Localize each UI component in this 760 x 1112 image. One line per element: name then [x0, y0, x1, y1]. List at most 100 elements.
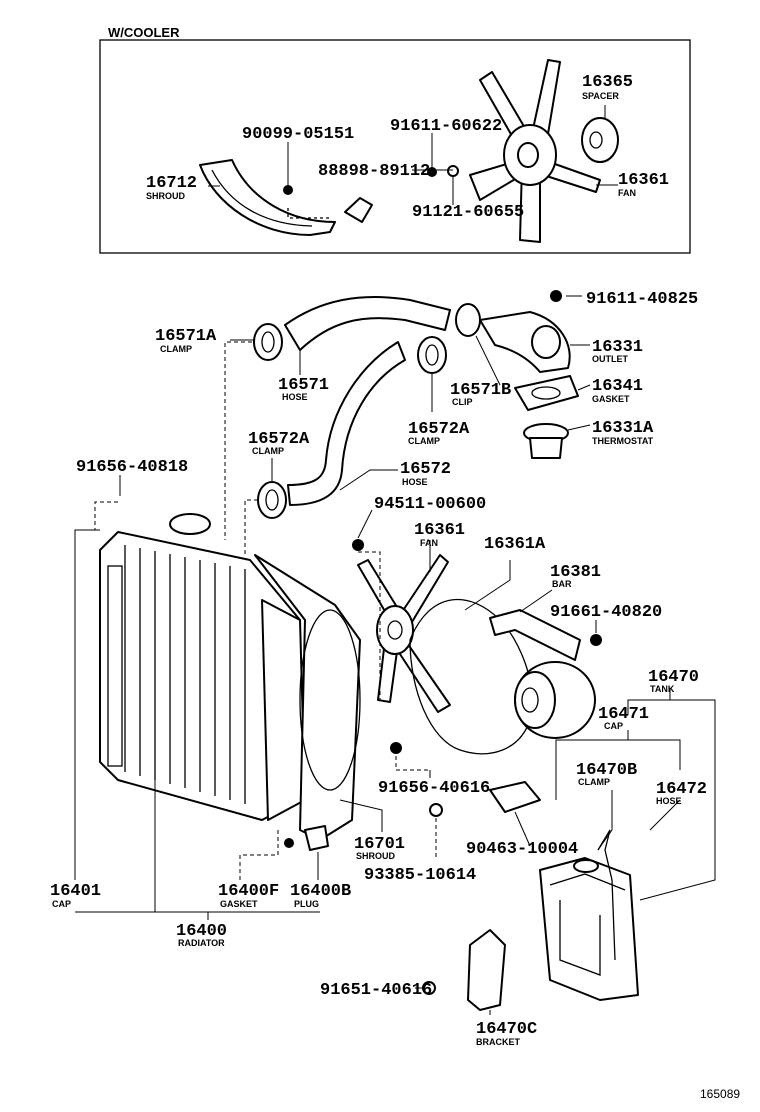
gasket-16400F-icon — [284, 838, 294, 848]
clamp-16572A-upper-drawing — [417, 336, 447, 374]
dash-16571A-to-radiator — [224, 341, 252, 540]
callout-16572A-lower-number: 16572A — [248, 430, 310, 449]
inset-frame — [99, 39, 691, 254]
callout-16400F-name: GASKET — [220, 899, 258, 909]
callout-90463-number: 90463-10004 — [466, 840, 578, 859]
clamp-16571A-drawing — [253, 323, 283, 361]
inset-title: W/COOLER — [108, 25, 180, 40]
callout-16470C-number: 16470C — [476, 1020, 537, 1039]
callout-93385-number: 93385-10614 — [364, 866, 476, 885]
callout-16571A-name: CLAMP — [160, 344, 192, 354]
clip-16571B-drawing — [455, 303, 481, 337]
callout-16400B-name: PLUG — [294, 899, 319, 909]
callout-16361-top-name: FAN — [618, 188, 636, 198]
callout-16712-number: 16712 — [146, 174, 197, 193]
callout-16361-top-number: 16361 — [618, 171, 669, 190]
shroud-16701-opening — [299, 609, 361, 791]
thermostat-16331A-drawing — [523, 423, 569, 459]
callout-16572-number: 16572 — [400, 460, 451, 479]
bracket-16470C-drawing — [467, 929, 506, 1011]
alternator-drawing — [514, 661, 596, 739]
diagram-code: 165089 — [700, 1087, 740, 1101]
callout-16331A-number: 16331A — [592, 419, 654, 438]
callout-16400-name: RADIATOR — [178, 938, 225, 948]
leader-16701 — [339, 799, 383, 832]
bolt-91656-40616-icon — [390, 742, 402, 754]
leader-16381 — [519, 589, 553, 613]
callout-16331-number: 16331 — [592, 338, 643, 357]
callout-16471-name: CAP — [604, 721, 623, 731]
nut-94511-icon — [352, 539, 364, 551]
callout-16381-number: 16381 — [550, 563, 601, 582]
callout-91611a-number: 91611-60622 — [390, 117, 502, 136]
fan-16361-drawing — [357, 554, 451, 713]
leader-90463 — [514, 811, 531, 847]
leader-16470-tank — [639, 699, 716, 901]
dash-16572A-to-radiator — [244, 499, 258, 555]
callout-16572A-upper-name: CLAMP — [408, 436, 440, 446]
radiator-left-tank — [107, 565, 123, 767]
clamp-16572A-lower-inner — [265, 489, 279, 511]
callout-91651-number: 91651-40616 — [320, 981, 432, 1000]
callout-16472-number: 16472 — [656, 780, 707, 799]
callout-16401-name: CAP — [52, 899, 71, 909]
leader-16472 — [649, 799, 681, 831]
tank-bracket-90463-drawing — [489, 781, 541, 813]
tank-hose-16472 — [597, 829, 616, 961]
callout-91656a-number: 91656-40818 — [76, 458, 188, 477]
callout-16401-number: 16401 — [50, 882, 101, 901]
callout-16571-number: 16571 — [278, 376, 329, 395]
outlet-16331-neck — [531, 325, 561, 359]
callout-90099-number: 90099-05151 — [242, 125, 354, 144]
dash-91656a — [94, 501, 118, 530]
callout-16341-name: GASKET — [592, 394, 630, 404]
callout-16571B-name: CLIP — [452, 397, 473, 407]
callout-16470-number: 16470 — [648, 668, 699, 687]
bolt-90099-icon — [283, 185, 293, 195]
shroud-16712-drawing — [199, 159, 336, 236]
bar-16381-drawing — [489, 609, 581, 661]
callout-16381-name: BAR — [552, 579, 572, 589]
plug-16400B-drawing — [304, 825, 329, 851]
callout-16331-name: OUTLET — [592, 354, 628, 364]
lower-hose-16572-drawing — [287, 341, 406, 506]
callout-16572A-lower-name: CLAMP — [252, 446, 284, 456]
radiator-cap-drawing — [169, 513, 211, 535]
callout-16470-name: TANK — [650, 684, 675, 694]
leader-16361A — [464, 560, 511, 611]
callout-16472-name: HOSE — [656, 796, 682, 806]
dash-16400F — [239, 830, 279, 880]
callout-91121-number: 91121-60655 — [412, 203, 524, 222]
leader-16572 — [339, 469, 398, 491]
shroud-bracket-88898 — [344, 197, 373, 223]
upper-hose-group — [230, 290, 591, 519]
callout-labels: 16365 SPACER 90099-05151 91611-60622 888… — [50, 73, 740, 1101]
clamp-16572A-lower-drawing — [257, 481, 287, 519]
callout-16572-name: HOSE — [402, 477, 428, 487]
callout-16400-number: 16400 — [176, 922, 227, 941]
leader-94511 — [357, 509, 373, 539]
clamp-16571A-inner — [261, 331, 275, 353]
callout-16341-number: 16341 — [592, 377, 643, 396]
callout-16571B-number: 16571B — [450, 381, 511, 400]
bolt-91661-icon — [590, 634, 602, 646]
callout-16400B-number: 16400B — [290, 882, 351, 901]
callout-91611b-number: 91611-40825 — [586, 290, 698, 309]
callout-16400F-number: 16400F — [218, 882, 279, 901]
callout-16361-number: 16361 — [414, 521, 465, 540]
callout-16701-name: SHROUD — [356, 851, 396, 861]
callout-16331A-name: THERMOSTAT — [592, 436, 654, 446]
leader-16471 — [555, 730, 629, 800]
dash-94511 — [358, 551, 381, 700]
screw-93385-icon — [429, 803, 443, 817]
upper-hose-16571-drawing — [284, 296, 451, 351]
radiator-fins — [124, 545, 246, 804]
callout-91661-number: 91661-40820 — [550, 603, 662, 622]
tank-cap-16471-drawing — [573, 859, 599, 873]
leader-16470 — [627, 688, 671, 715]
gasket-16341-hole — [531, 386, 561, 400]
clamp-16572A-upper-inner — [425, 344, 439, 366]
callout-16365-number: 16365 — [582, 73, 633, 92]
inset-dash-1 — [287, 208, 330, 219]
